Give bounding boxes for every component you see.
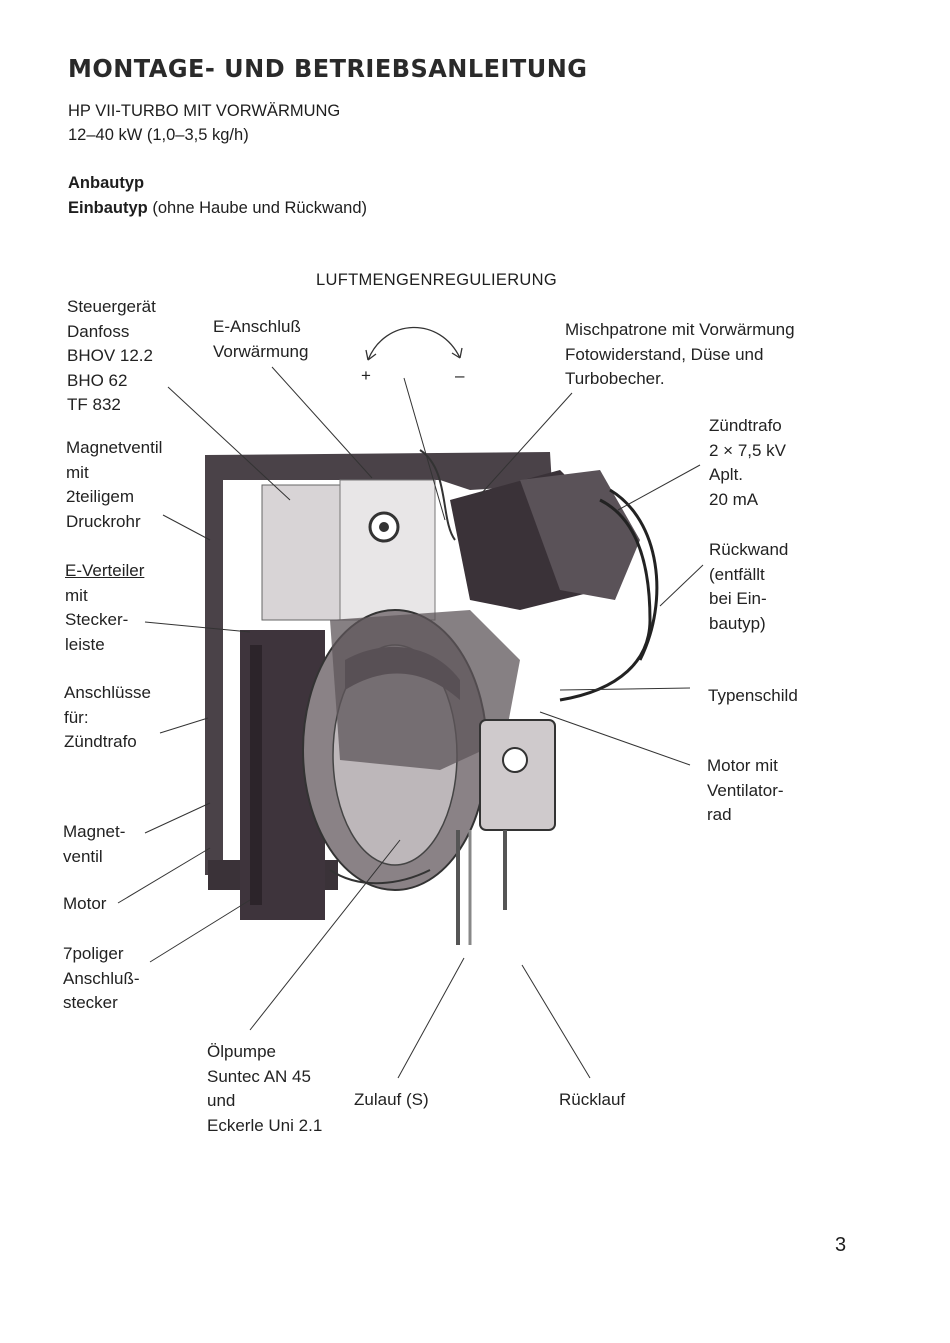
model-name: HP VII-TURBO MIT VORWÄRMUNG <box>68 102 341 120</box>
label-mischpatrone: Mischpatrone mit Vorwärmung Fotowidersta… <box>565 320 795 388</box>
label-motor: Motor <box>63 894 107 913</box>
label-motor-ventilator: Motor mit Ventilator- rad <box>707 756 784 824</box>
label-magnetventil-druckrohr: Magnetventil mit 2teiligem Druckrohr <box>66 438 163 531</box>
label-magnetventil: Magnet- ventil <box>63 822 126 866</box>
page-title: MONTAGE- UND BETRIEBSANLEITUNG <box>68 54 588 83</box>
label-stecker: 7poliger Anschluß- stecker <box>63 944 140 1012</box>
plus-sign: + <box>361 366 371 385</box>
label-e-anschluss: E-Anschluß Vorwärmung <box>213 317 309 361</box>
type-einbau-line: Einbautyp (ohne Haube und Rückwand) <box>68 196 367 220</box>
type-einbau: Einbautyp <box>68 199 148 217</box>
label-oelpumpe: Ölpumpe Suntec AN 45 und Eckerle Uni 2.1 <box>207 1042 323 1135</box>
label-ruecklauf: Rücklauf <box>559 1090 626 1109</box>
label-rueckwand: Rückwand (entfällt bei Ein- bautyp) <box>709 540 789 633</box>
label-anschluesse: Anschlüsse für: Zündtrafo <box>64 683 151 751</box>
page-number: 3 <box>835 1234 847 1256</box>
leader-lines <box>117 366 704 1079</box>
label-steuergeraet: Steuergerät Danfoss BHOV 12.2 BHO 62 TF … <box>67 297 156 414</box>
air-regulation-arrow-icon <box>365 326 463 361</box>
type-anbau: Anbautyp <box>68 174 145 192</box>
type-einbau-note: (ohne Haube und Rückwand) <box>152 199 367 217</box>
power-rating: 12–40 kW (1,0–3,5 kg/h) <box>68 126 249 144</box>
label-e-verteiler: E-Verteiler mit Stecker- leiste <box>65 561 145 654</box>
label-typenschild: Typenschild <box>708 686 798 705</box>
label-zulauf: Zulauf (S) <box>354 1090 429 1109</box>
diagram-heading: LUFTMENGENREGULIERUNG <box>316 271 557 289</box>
label-zuendtrafo: Zündtrafo 2 × 7,5 kV Aplt. 20 mA <box>709 416 787 509</box>
burner-photo <box>205 449 659 945</box>
minus-sign: – <box>455 366 465 385</box>
